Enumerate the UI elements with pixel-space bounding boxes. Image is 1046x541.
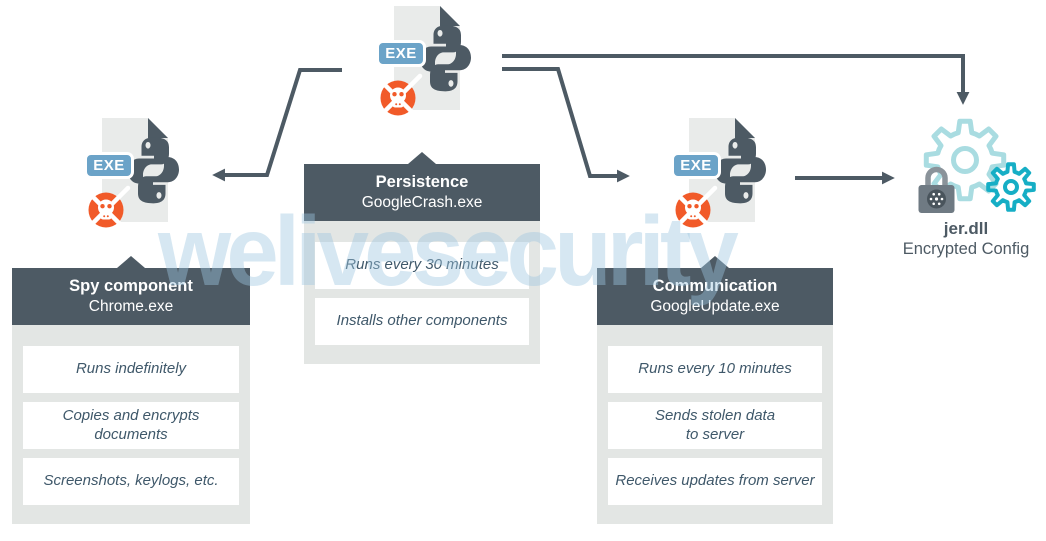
panel-notch [408,152,436,164]
panel-spy: Spy component Chrome.exe Runs indefinite… [12,256,250,524]
exe-badge: EXE [671,152,721,179]
panel-item: Copies and encrypts documents [23,402,239,449]
panel-persistence-header: Persistence GoogleCrash.exe [304,152,540,221]
small-gear-icon [986,162,1036,212]
panel-communication-body: Runs every 10 minutes Sends stolen data … [597,325,833,524]
panel-item: Sends stolen data to server [608,402,822,449]
config-node-title: jer.dll [943,219,989,238]
panel-item: Runs every 10 minutes [608,346,822,393]
panel-title: Spy component [69,277,193,295]
gears-icon [923,118,1036,212]
arrow-dropper-to-spy [212,68,342,182]
panel-item: Runs indefinitely [23,346,239,393]
dropper-file-icon: EXE [376,4,488,128]
panel-item: Receives updates from server [608,458,822,505]
spy-file-icon: EXE [84,116,196,240]
large-gear-icon [923,118,1007,202]
panel-item: Runs every 30 minutes [315,242,529,289]
config-node-label: jer.dll Encrypted Config [880,218,1046,261]
config-node-subtitle: Encrypted Config [902,240,1030,259]
exe-badge: EXE [376,40,426,67]
panel-item: Screenshots, keylogs, etc. [23,458,239,505]
panel-persistence-body: Runs every 30 minutes Installs other com… [304,221,540,364]
panel-title: Communication [652,277,778,295]
communication-file-icon: EXE [671,116,783,240]
panel-persistence: Persistence GoogleCrash.exe Runs every 3… [304,152,540,364]
panel-communication: Communication GoogleUpdate.exe Runs ever… [597,256,833,524]
panel-notch [701,256,729,268]
arrow-dropper-to-communication [502,67,630,183]
panel-item: Installs other components [315,298,529,345]
panel-spy-header: Spy component Chrome.exe [12,256,250,325]
panel-subtitle: GoogleCrash.exe [361,193,483,211]
panel-communication-header: Communication GoogleUpdate.exe [597,256,833,325]
exe-badge: EXE [84,152,134,179]
panel-subtitle: GoogleUpdate.exe [650,297,780,315]
lock-icon [918,166,955,213]
panel-subtitle: Chrome.exe [88,297,174,315]
arrow-dropper-to-config [502,54,970,105]
panel-spy-body: Runs indefinitely Copies and encrypts do… [12,325,250,524]
panel-title: Persistence [375,173,469,191]
panel-notch [117,256,145,268]
